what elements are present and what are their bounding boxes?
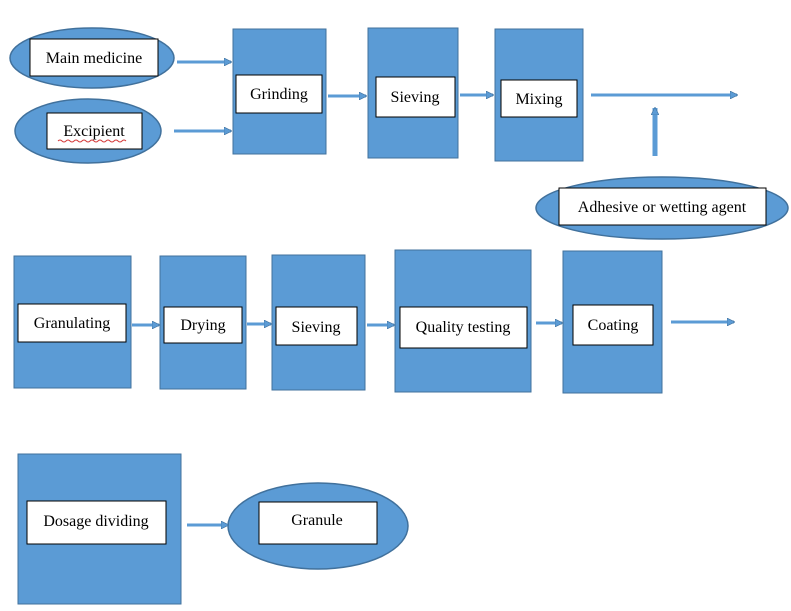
node-mixing: Mixing bbox=[494, 28, 584, 162]
node-dosage-dividing: Dosage dividing bbox=[17, 453, 182, 605]
dosage-dividing-label: Dosage dividing bbox=[43, 513, 148, 530]
excipient-label: Excipient bbox=[63, 123, 125, 140]
node-coating: Coating bbox=[562, 250, 663, 394]
node-granule: Granule bbox=[227, 482, 409, 570]
coating-label: Coating bbox=[588, 317, 639, 334]
node-sieving-1: Sieving bbox=[367, 27, 459, 159]
node-granulating: Granulating bbox=[13, 255, 132, 389]
drying-label: Drying bbox=[180, 317, 225, 334]
node-main-medicine: Main medicine bbox=[9, 27, 175, 89]
adhesive-label: Adhesive or wetting agent bbox=[578, 199, 747, 216]
node-excipient: Excipient bbox=[14, 98, 162, 164]
granulating-label: Granulating bbox=[34, 315, 110, 332]
quality-testing-label: Quality testing bbox=[416, 319, 511, 336]
grinding-label: Grinding bbox=[250, 86, 308, 103]
node-grinding: Grinding bbox=[232, 28, 327, 155]
node-quality-testing: Quality testing bbox=[394, 249, 532, 393]
node-sieving-2: Sieving bbox=[271, 254, 366, 391]
sieving-2-label: Sieving bbox=[292, 319, 341, 336]
node-drying: Drying bbox=[159, 255, 247, 390]
sieving-1-label: Sieving bbox=[391, 89, 440, 106]
main-medicine-label: Main medicine bbox=[46, 50, 142, 67]
mixing-label: Mixing bbox=[515, 91, 562, 108]
spellcheck-underline bbox=[57, 139, 127, 143]
granule-label: Granule bbox=[291, 512, 343, 529]
node-adhesive: Adhesive or wetting agent bbox=[535, 176, 789, 240]
